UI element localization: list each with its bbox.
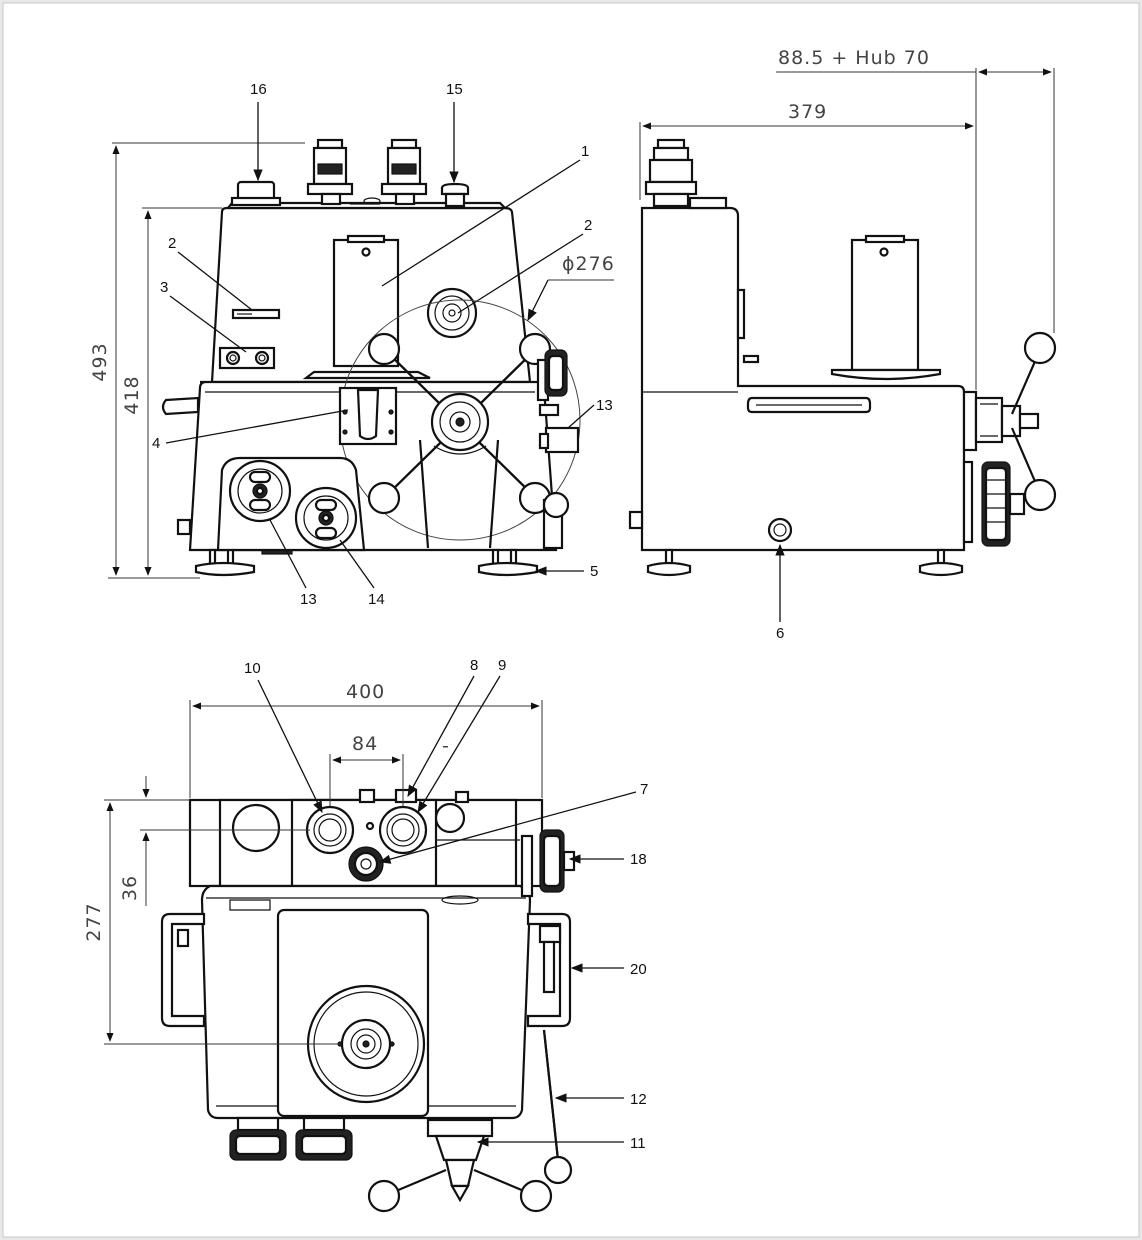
- callout-6: 6: [776, 625, 784, 642]
- callout-13-right: 13: [596, 397, 613, 414]
- callout-5: 5: [590, 563, 598, 580]
- side-view: 379 88.5 + Hub 70: [628, 47, 1057, 577]
- dim-493: 493: [89, 342, 111, 381]
- top-handwheel-18: [520, 829, 576, 898]
- callout-8: 8: [470, 657, 478, 674]
- front-right-adjuster: [536, 349, 580, 550]
- front-knob-14: [294, 486, 358, 550]
- callout-16: 16: [250, 81, 267, 98]
- callout-18: 18: [630, 851, 647, 868]
- top-chuck-11: [367, 1118, 553, 1213]
- top-right-handle: [526, 912, 572, 1028]
- callout-11: 11: [630, 1135, 646, 1152]
- front-feet: [194, 548, 539, 577]
- callout-2-right: 2: [584, 217, 592, 234]
- callout-13-lower: 13: [300, 591, 317, 608]
- callout-15: 15: [446, 81, 463, 98]
- side-spindle: [962, 331, 1057, 512]
- dim-dash-mark: -: [442, 735, 450, 757]
- front-top-controls: [230, 138, 470, 208]
- side-top-clamp: [644, 138, 698, 208]
- callout-10: 10: [244, 660, 261, 677]
- callout-2-left: 2: [168, 235, 176, 252]
- top-spindle-10: [305, 805, 355, 855]
- top-bottom-knobs: [229, 1116, 353, 1161]
- front-knob-13: [228, 459, 292, 523]
- callout-12: 12: [630, 1091, 647, 1108]
- dim-400: 400: [346, 681, 385, 703]
- front-nameplate: [231, 308, 281, 320]
- callout-14: 14: [368, 591, 385, 608]
- top-table-disc: [306, 984, 426, 1104]
- dim-36: 36: [119, 875, 141, 901]
- front-callouts: 16 15 1 2 2 3 4 13 13 14 5: [152, 81, 613, 608]
- callout-7: 7: [640, 781, 648, 798]
- side-feet: [646, 548, 964, 577]
- front-handwheel: [367, 332, 552, 549]
- front-dial: [426, 287, 478, 339]
- dim-277: 277: [83, 902, 105, 941]
- side-port: [767, 517, 793, 543]
- dim-418: 418: [121, 375, 143, 414]
- side-knurled-knob: [962, 460, 1026, 547]
- top-spindle-9: [378, 805, 428, 855]
- dim-stroke-hub: 88.5 + Hub 70: [778, 47, 930, 69]
- side-column: [850, 238, 920, 372]
- callout-1: 1: [581, 143, 589, 160]
- front-view: 493 418 ϕ276: [89, 138, 615, 579]
- top-knob-7: [348, 846, 384, 882]
- top-callouts: 10 8 9 7 18 20 12 11: [244, 657, 648, 1152]
- front-top-plate: [225, 201, 508, 210]
- side-callouts: 6: [775, 543, 785, 642]
- top-left-handle: [160, 912, 206, 1028]
- callout-20: 20: [630, 961, 647, 978]
- top-view: 400 84 - 277 36: [83, 681, 576, 1213]
- dim-diameter-276: ϕ276: [562, 253, 615, 275]
- dim-379: 379: [788, 101, 827, 123]
- dim-84: 84: [352, 733, 378, 755]
- front-left-hose: [161, 396, 200, 416]
- callout-3: 3: [160, 279, 168, 296]
- callout-4: 4: [152, 435, 160, 452]
- top-lever-12: [542, 1029, 573, 1185]
- callout-9: 9: [498, 657, 506, 674]
